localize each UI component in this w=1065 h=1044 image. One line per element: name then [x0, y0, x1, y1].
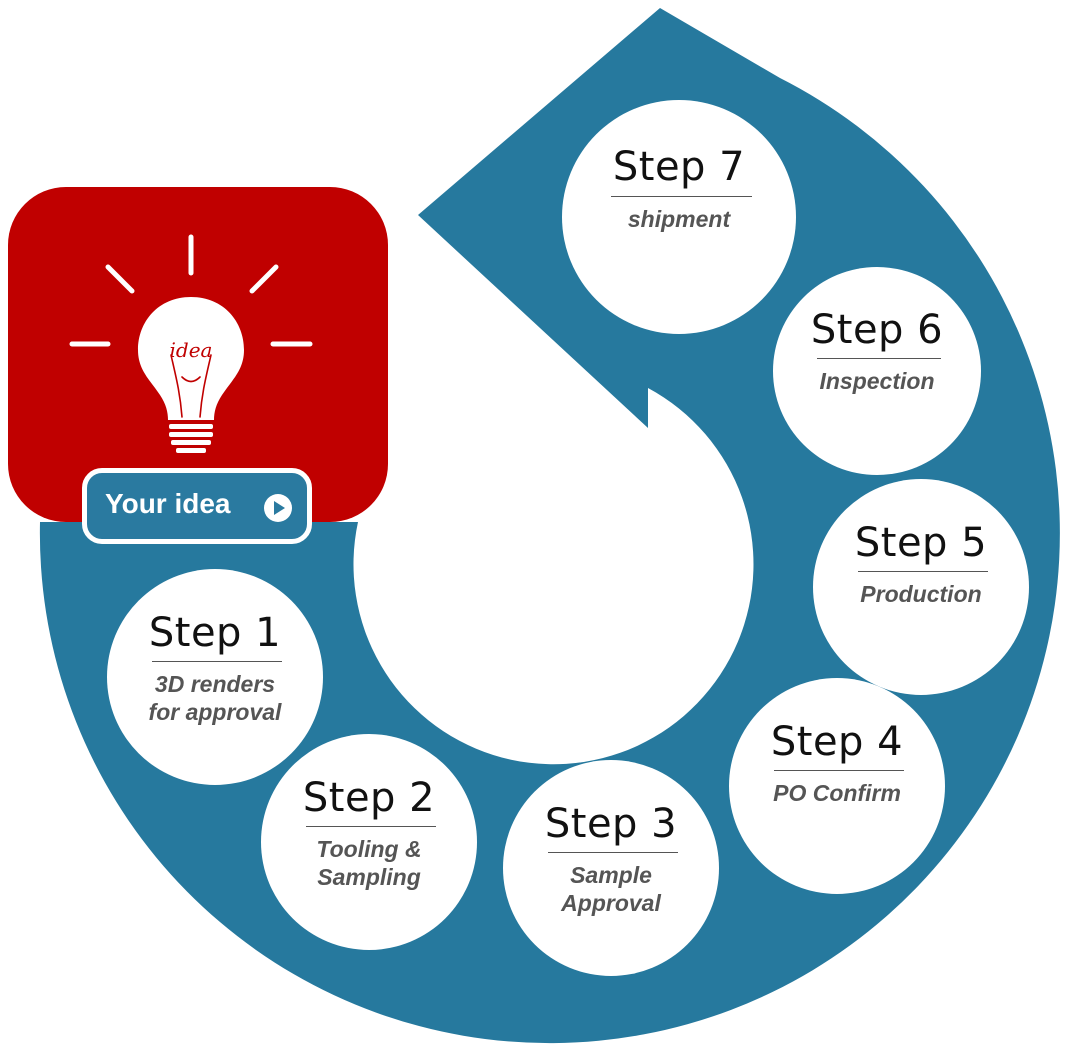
bulb-label: idea: [170, 338, 213, 362]
step-2-description-line: Tooling &: [316, 836, 422, 863]
step-6-description: Inspection: [773, 368, 981, 396]
step-7-description-line: shipment: [627, 205, 731, 232]
step-4-description-line: PO Confirm: [773, 780, 901, 807]
step-7-title: Step 7: [612, 144, 746, 191]
step-6-circle: Step 6 Inspection: [773, 267, 981, 475]
step-3-description-line: Approval: [561, 889, 661, 916]
step-7-description: shipment: [562, 206, 796, 234]
step-6-divider: [816, 357, 942, 359]
step-7-circle: Step 7 shipment: [562, 100, 796, 334]
your-idea-button[interactable]: Your idea: [82, 468, 312, 544]
step-6-title: Step 6: [810, 306, 944, 353]
step-1-title: Step 1: [148, 610, 282, 657]
step-2-description-line: Sampling: [317, 863, 421, 890]
step-5-divider: [858, 571, 988, 573]
step-4-description: PO Confirm: [729, 780, 945, 808]
step-6-description-line: Inspection: [819, 367, 935, 394]
play-circle-icon: [264, 494, 292, 522]
your-idea-label: Your idea: [105, 488, 231, 519]
step-2-description: Tooling &Sampling: [261, 836, 477, 891]
step-2-divider: [306, 826, 436, 828]
step-7-divider: [611, 195, 752, 197]
step-1-divider: [152, 661, 282, 663]
step-5-description-line: Production: [860, 581, 982, 608]
step-2-circle: Step 2 Tooling &Sampling: [261, 734, 477, 950]
step-3-divider: [548, 852, 678, 854]
lightbulb-icon: idea: [69, 234, 313, 453]
step-4-divider: [774, 770, 904, 772]
step-4-title: Step 4: [770, 719, 904, 766]
step-1-description-line: for approval: [148, 698, 282, 725]
step-5-circle: Step 5 Production: [813, 479, 1029, 695]
step-1-description-line: 3D renders: [154, 671, 276, 698]
step-3-title: Step 3: [544, 801, 678, 848]
idea-card: idea: [8, 187, 388, 522]
step-2-title: Step 2: [302, 775, 436, 822]
step-3-description-line: Sample: [570, 862, 652, 889]
step-5-description: Production: [813, 581, 1029, 609]
step-5-title: Step 5: [854, 520, 988, 567]
step-4-circle: Step 4 PO Confirm: [729, 678, 945, 894]
